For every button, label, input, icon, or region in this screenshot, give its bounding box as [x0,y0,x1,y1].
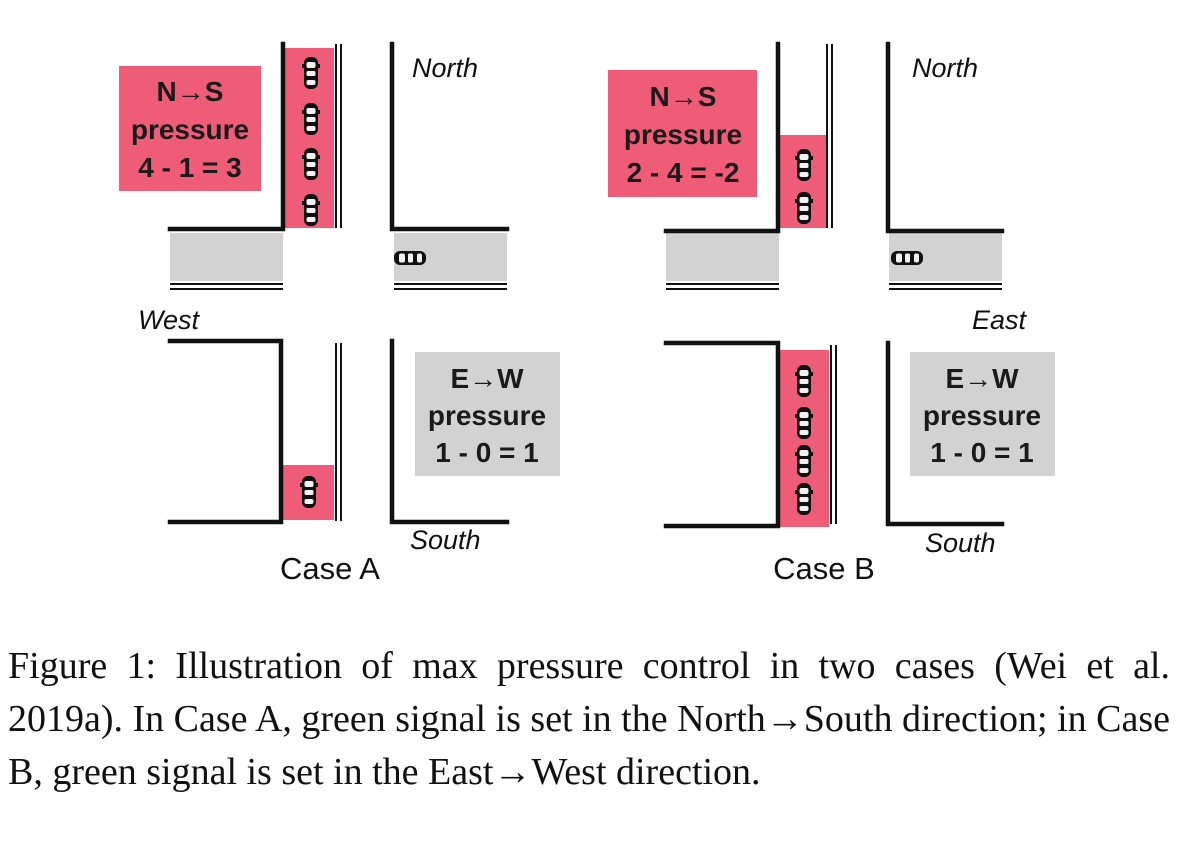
case-a-title: Case A [280,551,380,586]
case-b-south-median [830,345,837,524]
case-b-north-median [826,44,833,228]
case-a-nw-corner [167,41,286,232]
figure-caption: Figure 1: Illustration of max pressure c… [8,645,1170,793]
case-a-north-median [335,44,342,228]
car-icon [795,407,813,439]
case-a-sw-corner [167,338,284,525]
ew-box-formula: 1 - 0 = 1 [930,437,1034,468]
case-b-ew-pressure-box: E→W pressure 1 - 0 = 1 [910,352,1055,476]
case-b-east-label: East [972,305,1028,335]
case-a-ne-corner [389,41,510,232]
case-b-north-label: North [912,53,978,83]
ew-box-title: E→W [945,363,1019,394]
car-icon [302,194,320,226]
case-a-intersection: N→S pressure 4 - 1 = 3 E→W pressure 1 - … [119,41,560,586]
case-b-ne-corner [885,41,1005,234]
car-icon [795,483,813,515]
case-a-ew-pressure-box: E→W pressure 1 - 0 = 1 [415,352,560,476]
case-b-south-label: South [925,528,996,558]
car-icon [795,192,813,224]
case-b-sw-corner [663,340,781,529]
ns-box-formula: 2 - 4 = -2 [627,157,740,188]
case-a-north-label: North [412,53,478,83]
intersection-diagram: N→S pressure 4 - 1 = 3 E→W pressure 1 - … [119,41,1055,586]
car-icon [302,148,320,180]
case-b-west-median [666,283,779,290]
ew-box-title: E→W [450,363,524,394]
case-b-title: Case B [773,551,875,586]
ns-box-title: N→S [157,76,224,107]
case-a-se-corner [389,338,510,525]
car-icon [891,251,923,265]
case-b-intersection: N→S pressure 2 - 4 = -2 E→W pressure 1 -… [608,41,1055,586]
ns-box-formula: 4 - 1 = 3 [138,152,242,183]
ns-box-label: pressure [131,114,249,145]
case-a-west-median [170,283,283,290]
case-a-south-median [335,343,342,521]
case-b-west-lane [666,233,779,281]
case-a-ns-pressure-box: N→S pressure 4 - 1 = 3 [119,66,261,191]
case-a-west-lane [170,233,283,281]
car-icon [302,103,320,135]
car-icon [300,476,318,508]
ns-box-label: pressure [624,119,742,150]
ns-box-title: N→S [650,81,717,112]
case-a-east-median [394,283,507,290]
case-b-ns-pressure-box: N→S pressure 2 - 4 = -2 [608,70,757,197]
ew-box-label: pressure [923,400,1041,431]
case-b-nw-corner [663,41,781,234]
case-b-se-corner [885,340,1005,527]
car-icon [795,365,813,397]
case-b-east-median [889,283,1002,290]
car-icon [394,251,426,265]
car-icon [302,57,320,89]
car-icon [795,149,813,181]
ew-box-formula: 1 - 0 = 1 [435,437,539,468]
ew-box-label: pressure [428,400,546,431]
car-icon [795,445,813,477]
case-a-west-label: West [138,305,201,335]
case-a-south-label: South [410,525,481,555]
